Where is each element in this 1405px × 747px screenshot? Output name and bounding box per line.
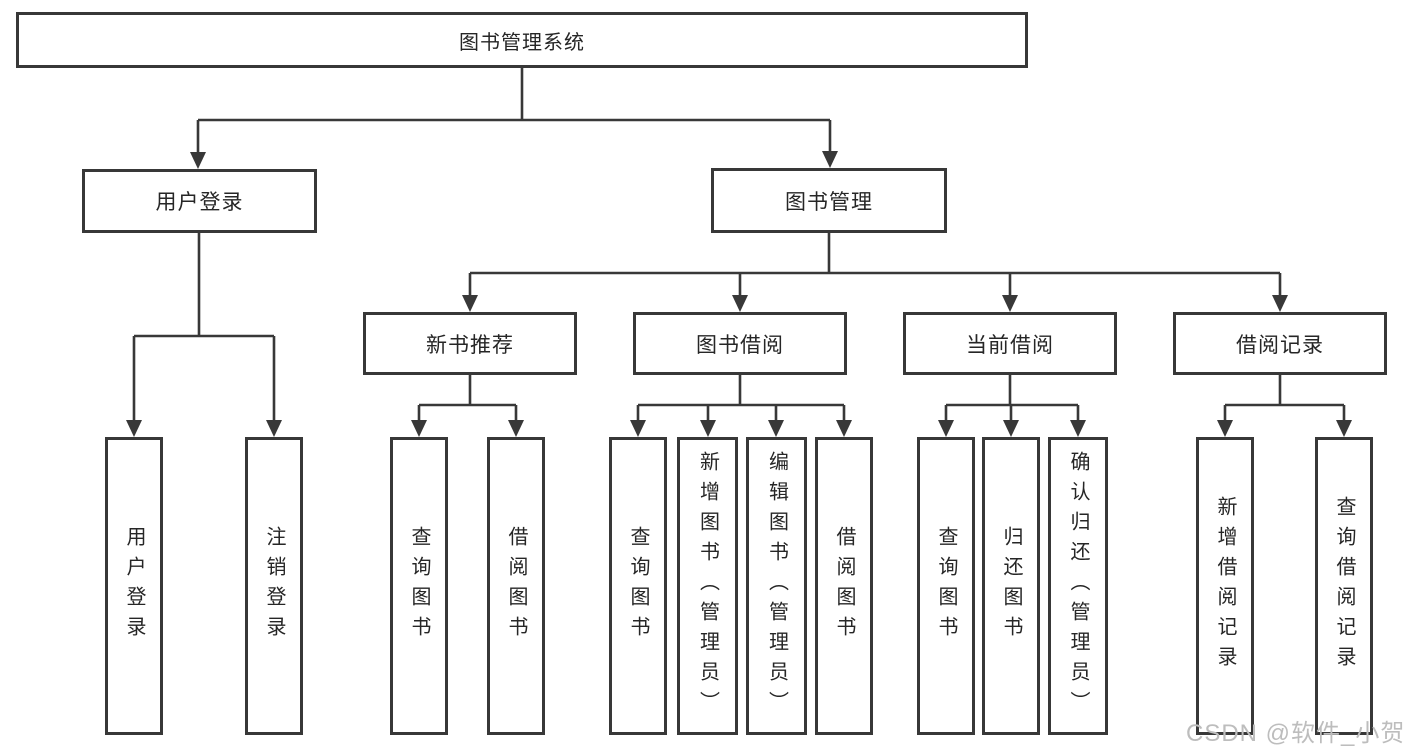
arrowhead-records-query-record bbox=[1336, 420, 1352, 437]
arrowhead-current-borrow bbox=[1002, 295, 1018, 312]
arrowhead-book-mgmt bbox=[822, 151, 838, 168]
connector-newrec-group bbox=[417, 375, 518, 421]
arrowhead-current-return-book bbox=[1003, 420, 1019, 437]
arrowhead-borrow-borrow-book bbox=[836, 420, 852, 437]
node-current-borrow-label: 当前借阅 bbox=[966, 333, 1054, 357]
leaf-newrec-query-book: 查询图书 bbox=[390, 437, 448, 735]
arrowhead-borrow-edit-book bbox=[768, 420, 784, 437]
node-current-borrow: 当前借阅 bbox=[903, 312, 1117, 375]
leaf-borrow-add-book-admin-label: 新增图书（管理员） bbox=[696, 451, 719, 721]
leaf-current-return-book-label: 归还图书 bbox=[1000, 526, 1022, 646]
node-new-book-recommend-label: 新书推荐 bbox=[426, 333, 514, 357]
leaf-current-confirm-return-admin: 确认归还（管理员） bbox=[1048, 437, 1108, 735]
leaf-borrow-query-book-label: 查询图书 bbox=[627, 526, 649, 646]
leaf-newrec-query-book-label: 查询图书 bbox=[408, 526, 430, 646]
arrowhead-records-add-record bbox=[1217, 420, 1233, 437]
connector-book-mgmt-group bbox=[468, 233, 1282, 297]
node-borrow-records: 借阅记录 bbox=[1173, 312, 1387, 375]
node-new-book-recommend: 新书推荐 bbox=[363, 312, 577, 375]
node-user-login-label: 用户登录 bbox=[155, 191, 244, 214]
arrowhead-borrow-query-book bbox=[630, 420, 646, 437]
leaf-newrec-borrow-book-label: 借阅图书 bbox=[505, 526, 527, 646]
leaf-borrow-borrow-book-label: 借阅图书 bbox=[833, 526, 855, 646]
leaf-logout: 注销登录 bbox=[245, 437, 303, 735]
leaf-user-login-label: 用户登录 bbox=[123, 526, 145, 646]
leaf-current-return-book: 归还图书 bbox=[982, 437, 1040, 735]
leaf-borrow-edit-book-admin: 编辑图书（管理员） bbox=[746, 437, 807, 735]
arrowhead-borrow-add-book bbox=[700, 420, 716, 437]
leaf-borrow-edit-book-admin-label: 编辑图书（管理员） bbox=[765, 451, 788, 721]
leaf-user-login: 用户登录 bbox=[105, 437, 163, 735]
arrowhead-borrow-records bbox=[1272, 295, 1288, 312]
csdn-watermark: CSDN @软件_小贺同学 bbox=[1186, 720, 1405, 747]
leaf-borrow-query-book: 查询图书 bbox=[609, 437, 667, 735]
arrowhead-current-confirm-return bbox=[1070, 420, 1086, 437]
leaf-records-add-record-label: 新增借阅记录 bbox=[1214, 496, 1236, 676]
leaf-current-confirm-return-admin-label: 确认归还（管理员） bbox=[1067, 451, 1089, 721]
node-book-management: 图书管理 bbox=[711, 168, 947, 233]
node-root: 图书管理系统 bbox=[16, 12, 1028, 68]
arrowhead-newrec-borrow-book bbox=[508, 420, 524, 437]
arrowhead-book-borrow bbox=[732, 295, 748, 312]
leaf-logout-label: 注销登录 bbox=[263, 526, 285, 646]
leaf-current-query-book: 查询图书 bbox=[917, 437, 975, 735]
leaf-newrec-borrow-book: 借阅图书 bbox=[487, 437, 545, 735]
arrowhead-user-login bbox=[190, 152, 206, 169]
leaf-records-query-record-label: 查询借阅记录 bbox=[1333, 496, 1355, 676]
node-user-login: 用户登录 bbox=[82, 169, 317, 233]
leaf-borrow-borrow-book: 借阅图书 bbox=[815, 437, 873, 735]
connector-user-login-group bbox=[132, 233, 276, 421]
connector-records-group bbox=[1223, 375, 1346, 421]
leaf-current-query-book-label: 查询图书 bbox=[935, 526, 957, 646]
connector-current-group bbox=[944, 375, 1080, 421]
arrowhead-leaf-logout bbox=[266, 420, 282, 437]
node-borrow-records-label: 借阅记录 bbox=[1236, 333, 1324, 357]
arrowhead-current-query-book bbox=[938, 420, 954, 437]
connector-borrow-group bbox=[636, 375, 846, 421]
leaf-borrow-add-book-admin: 新增图书（管理员） bbox=[677, 437, 738, 735]
node-book-borrow-label: 图书借阅 bbox=[696, 333, 784, 357]
node-root-label: 图书管理系统 bbox=[459, 31, 585, 54]
leaf-records-query-record: 查询借阅记录 bbox=[1315, 437, 1373, 735]
arrowhead-leaf-user-login bbox=[126, 420, 142, 437]
node-book-management-label: 图书管理 bbox=[785, 190, 873, 214]
arrowhead-newrec-query-book bbox=[411, 420, 427, 437]
arrowhead-new-book-recommend bbox=[462, 295, 478, 312]
node-book-borrow: 图书借阅 bbox=[633, 312, 847, 375]
leaf-records-add-record: 新增借阅记录 bbox=[1196, 437, 1254, 735]
